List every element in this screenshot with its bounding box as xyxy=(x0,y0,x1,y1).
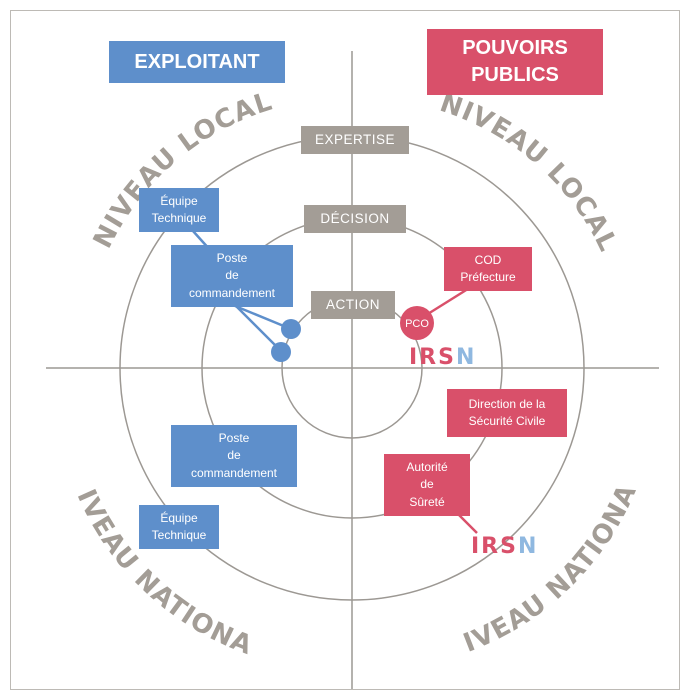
diagram-frame: PCO NIVEAU LOCAL NIVEAU LOCAL NIVEAU NAT… xyxy=(10,10,680,690)
level-action: ACTION xyxy=(311,291,395,319)
svg-text:IRSN: IRSN xyxy=(471,534,538,559)
exploitant-header: EXPLOITANT xyxy=(109,41,285,83)
svg-text:IRSN: IRSN xyxy=(409,345,476,370)
connector-cod-to-pco xyxy=(422,285,472,319)
autorite-de-surete: Autorité de Sûreté xyxy=(384,454,470,516)
poste-commandement-national: Poste de commandement xyxy=(171,425,297,487)
zone-label-local-right: NIVEAU LOCAL xyxy=(436,88,623,256)
irsn-logo-bottom: IRSN xyxy=(471,534,538,559)
irsn-logo-top: IRSN xyxy=(409,345,476,370)
zone-label-national-right: NIVEAU NATIONAL xyxy=(10,10,643,659)
action-node-dot-b xyxy=(271,342,291,362)
level-decision: DÉCISION xyxy=(304,205,406,233)
equipe-technique-local: Équipe Technique xyxy=(139,188,219,232)
diagram-canvas: PCO NIVEAU LOCAL NIVEAU LOCAL NIVEAU NAT… xyxy=(10,10,659,689)
pco-label: PCO xyxy=(405,318,429,330)
pouvoirs-publics-header: POUVOIRS PUBLICS xyxy=(427,29,603,95)
cod-prefecture: COD Préfecture xyxy=(444,247,532,291)
equipe-technique-national: Équipe Technique xyxy=(139,505,219,549)
action-node-dot-a xyxy=(281,319,301,339)
direction-securite-civile: Direction de la Sécurité Civile xyxy=(447,389,567,437)
pco-circle xyxy=(400,306,434,340)
poste-commandement-local: Poste de commandement xyxy=(171,245,293,307)
connector-poste-to-dot-b xyxy=(230,300,282,352)
level-expertise: EXPERTISE xyxy=(301,126,409,154)
